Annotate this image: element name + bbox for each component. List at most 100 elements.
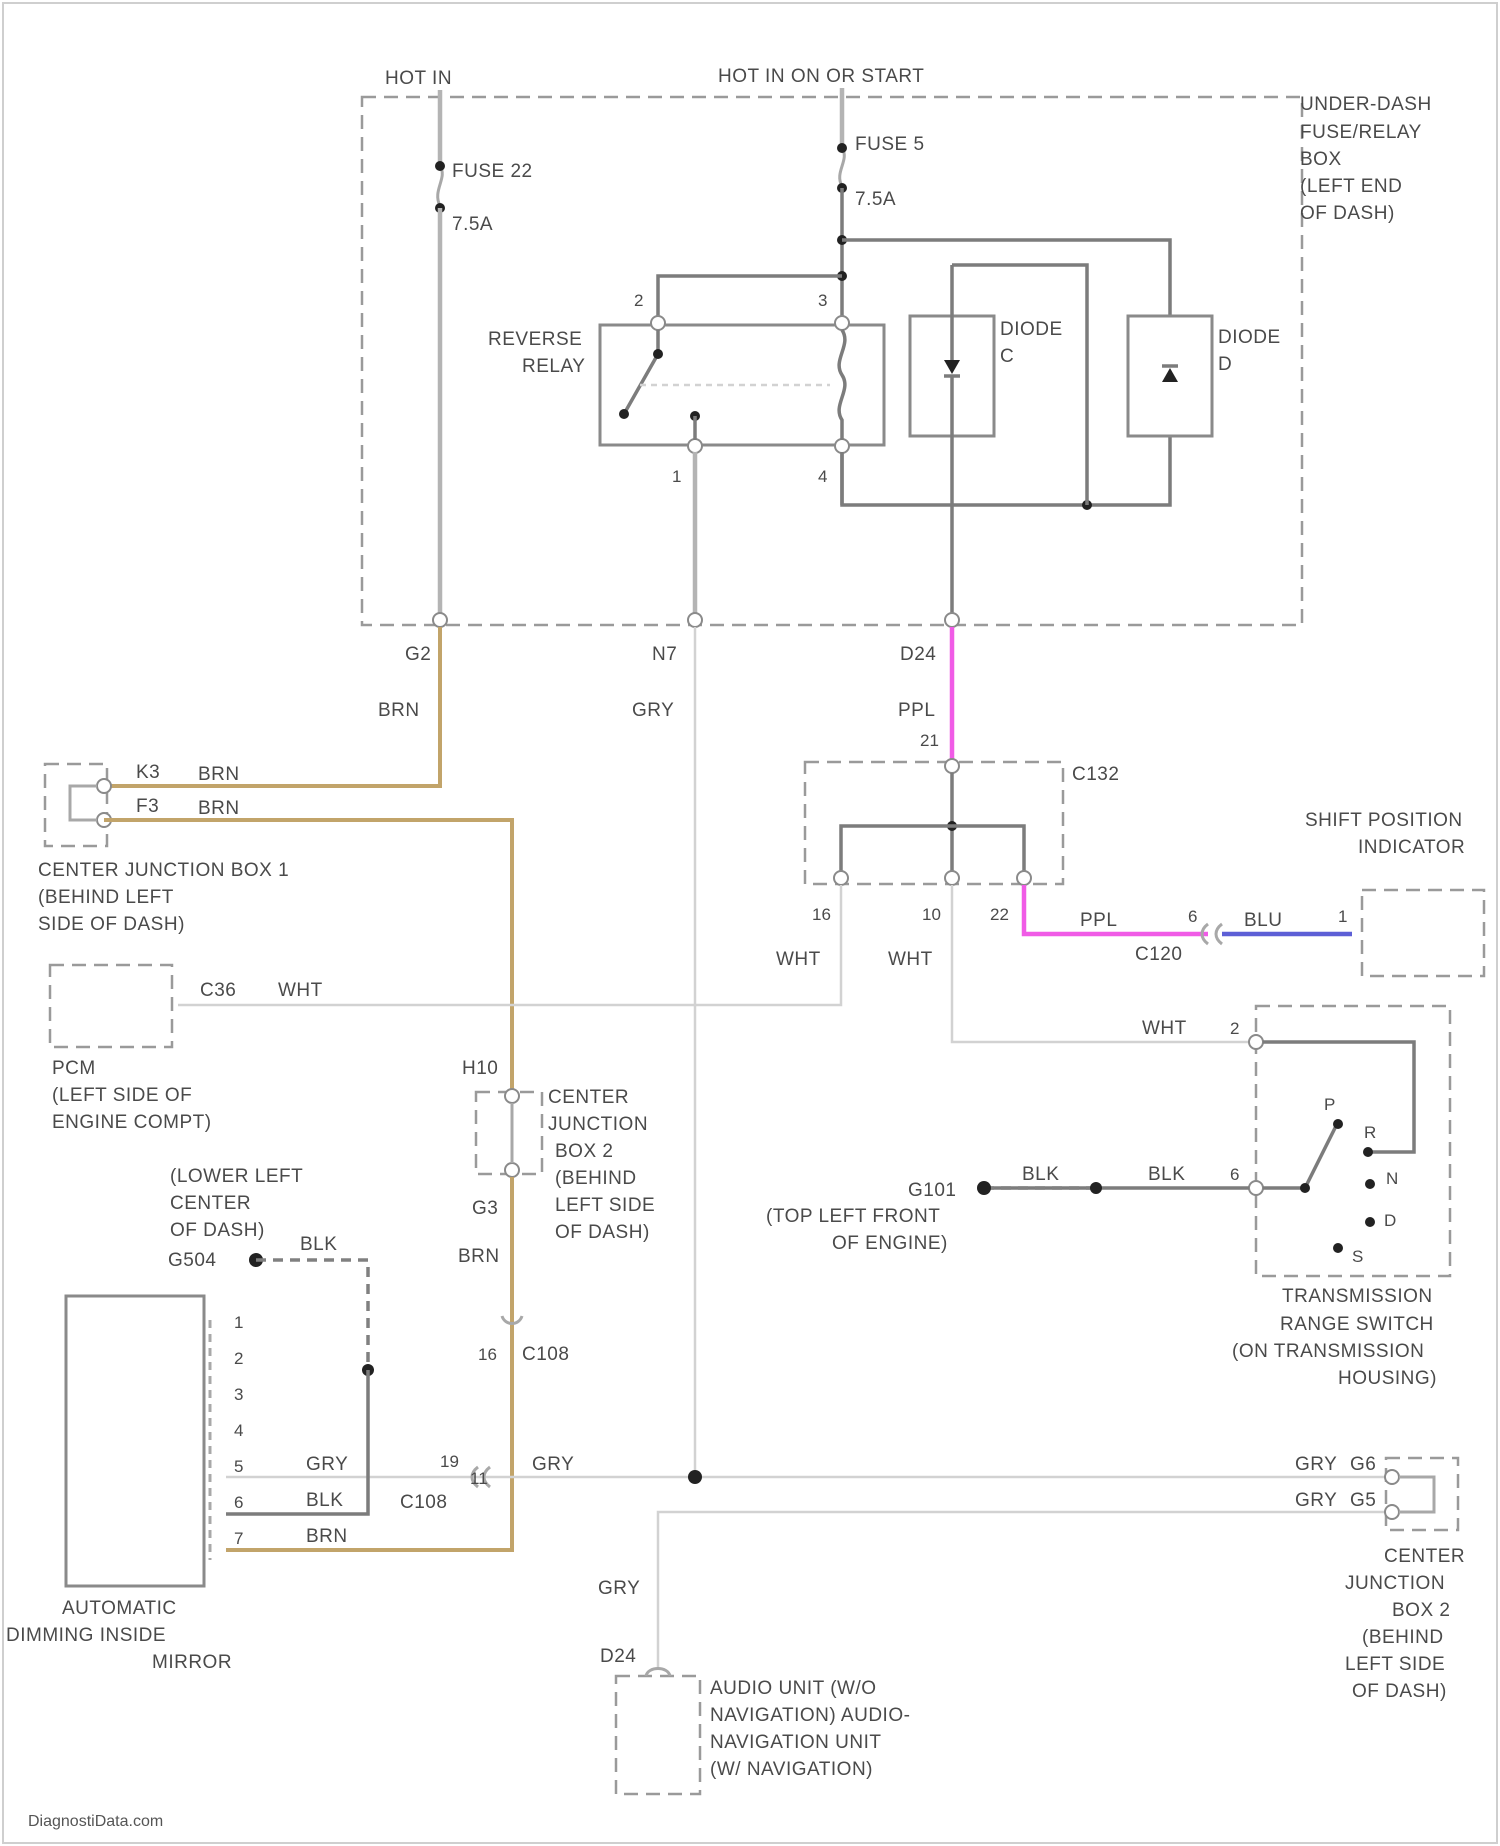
gry-audio-label: GRY [598,1578,640,1599]
trs-contact-p [1333,1119,1343,1129]
c132-pin-22-label: 22 [990,905,1009,924]
g101-label: G101 [908,1180,956,1201]
watermark: DiagnostiData.com [28,1813,163,1830]
hot-in-label: HOT IN [385,68,452,89]
cjb1-k3-label: K3 [136,762,160,783]
svg-text:BOX: BOX [1300,149,1342,170]
transmission-range-switch [1256,1006,1450,1276]
svg-text:TRANSMISSION: TRANSMISSION [1282,1286,1433,1307]
trs-internal-r-wire [1263,1042,1414,1152]
blk-g101-label: BLK [1022,1164,1059,1185]
blk-splice-node [1090,1182,1102,1194]
g2-pin [433,613,447,627]
c108-label-b: C108 [400,1492,447,1513]
g504-location: (LOWER LEFT CENTER OF DASH) [170,1166,303,1241]
c108-label-a: C108 [522,1344,569,1365]
g101-location: (TOP LEFT FRONT OF ENGINE) [766,1206,948,1254]
trs-pin-top-label: 2 [1230,1019,1239,1038]
svg-text:LEFT SIDE: LEFT SIDE [1345,1654,1445,1675]
shift-indicator-label: SHIFT POSITION INDICATOR [1305,810,1465,858]
svg-text:DIODE: DIODE [1000,319,1063,340]
svg-text:(LEFT SIDE OF: (LEFT SIDE OF [52,1085,192,1106]
svg-text:SIDE OF DASH): SIDE OF DASH) [38,914,185,935]
svg-text:CENTER: CENTER [548,1087,629,1108]
svg-text:OF ENGINE): OF ENGINE) [832,1233,948,1254]
mirror-pin-7: 7 [234,1529,243,1548]
wht-b-label: WHT [888,949,933,970]
fuse-22-rating: 7.5A [452,214,493,235]
relay-pin-3: 3 [818,291,827,310]
cjb2-mid-g3-pin [505,1163,519,1177]
cjb1-f3-label: F3 [136,796,159,817]
svg-text:OF DASH): OF DASH) [170,1220,265,1241]
fuse-22-terminal-top [435,161,445,171]
cjb1-k3-wire: BRN [198,764,240,785]
trs-pos-r: R [1364,1123,1376,1142]
svg-text:NAVIGATION UNIT: NAVIGATION UNIT [710,1732,881,1753]
blu-shift-label: BLU [1244,910,1282,931]
gry-cjb2-a-label: GRY [1295,1454,1337,1475]
fuse-5-element [840,148,845,186]
mirror-pin-4: 4 [234,1421,243,1440]
d24-pin [945,613,959,627]
gry-bus-label: GRY [532,1454,574,1475]
relay-pin-2-terminal [651,316,665,330]
c132-pin-16 [834,871,848,885]
mirror-pin-2: 2 [234,1349,243,1368]
svg-text:(LOWER LEFT: (LOWER LEFT [170,1166,303,1187]
fuse-22-element [438,166,443,206]
trs-contact-d [1365,1217,1375,1227]
gry-bus-splice [688,1470,702,1484]
n7-label: N7 [652,644,677,665]
svg-text:PCM: PCM [52,1058,96,1079]
trs-pos-p: P [1324,1095,1335,1114]
svg-text:CENTER: CENTER [1384,1546,1465,1567]
cjb2-g5-pin [1385,1505,1399,1519]
c132-internal-bus [841,826,1024,872]
cjb1-k3-pin [97,779,111,793]
gry-wire-label: GRY [632,700,674,721]
g2-label: G2 [405,644,431,665]
svg-text:C: C [1000,346,1014,367]
trs-pin-6 [1249,1181,1263,1195]
pcm-module [50,965,172,1047]
trs-pin-left-label: 6 [1230,1165,1239,1184]
svg-text:DIMMING INSIDE: DIMMING INSIDE [6,1625,166,1646]
cjb2-mid-h10-label: H10 [462,1058,498,1079]
diode-d-feed-wire [842,240,1170,505]
trs-switch-pivot [1300,1183,1310,1193]
relay-switch-pivot [653,349,663,359]
c108-pin-16: 16 [478,1345,497,1364]
cjb2-right-box [1386,1458,1458,1530]
trs-pos-d: D [1384,1211,1396,1230]
cjb1-f3-wire: BRN [198,798,240,819]
trs-label: TRANSMISSION RANGE SWITCH (ON TRANSMISSI… [1232,1286,1437,1389]
relay-pin-4: 4 [818,467,827,486]
svg-text:OF DASH): OF DASH) [555,1222,650,1243]
center-junction-box-1 [45,764,107,846]
mirror-wire-6: BLK [306,1490,343,1511]
svg-text:BOX 2: BOX 2 [555,1141,613,1162]
cjb2-mid-g3-label: G3 [472,1198,498,1219]
ppl-shift-label: PPL [1080,910,1117,931]
cjb2-g6-pin [1385,1470,1399,1484]
svg-text:INDICATOR: INDICATOR [1358,837,1465,858]
relay-pin-2: 2 [634,291,643,310]
cjb2-right-label: CENTER JUNCTION BOX 2 (BEHIND LEFT SIDE … [1345,1546,1465,1702]
svg-text:ENGINE COMPT): ENGINE COMPT) [52,1112,212,1133]
svg-text:(BEHIND: (BEHIND [1362,1627,1444,1648]
svg-text:RELAY: RELAY [522,356,585,377]
svg-text:(ON TRANSMISSION: (ON TRANSMISSION [1232,1341,1424,1362]
relay-pin-1: 1 [672,467,681,486]
cjb2-right-jumper [1399,1477,1434,1512]
c108-pin-19: 19 [440,1452,459,1471]
relay-switch-tip [619,409,629,419]
mirror-label: AUTOMATIC DIMMING INSIDE MIRROR [6,1598,232,1673]
svg-text:(BEHIND LEFT: (BEHIND LEFT [38,887,174,908]
svg-text:RANGE SWITCH: RANGE SWITCH [1280,1314,1434,1335]
brn-wire-label: BRN [378,700,420,721]
gry-cjb2-b-label: GRY [1295,1490,1337,1511]
wht-trs-label: WHT [1142,1018,1187,1039]
auto-dimming-mirror [66,1296,204,1586]
